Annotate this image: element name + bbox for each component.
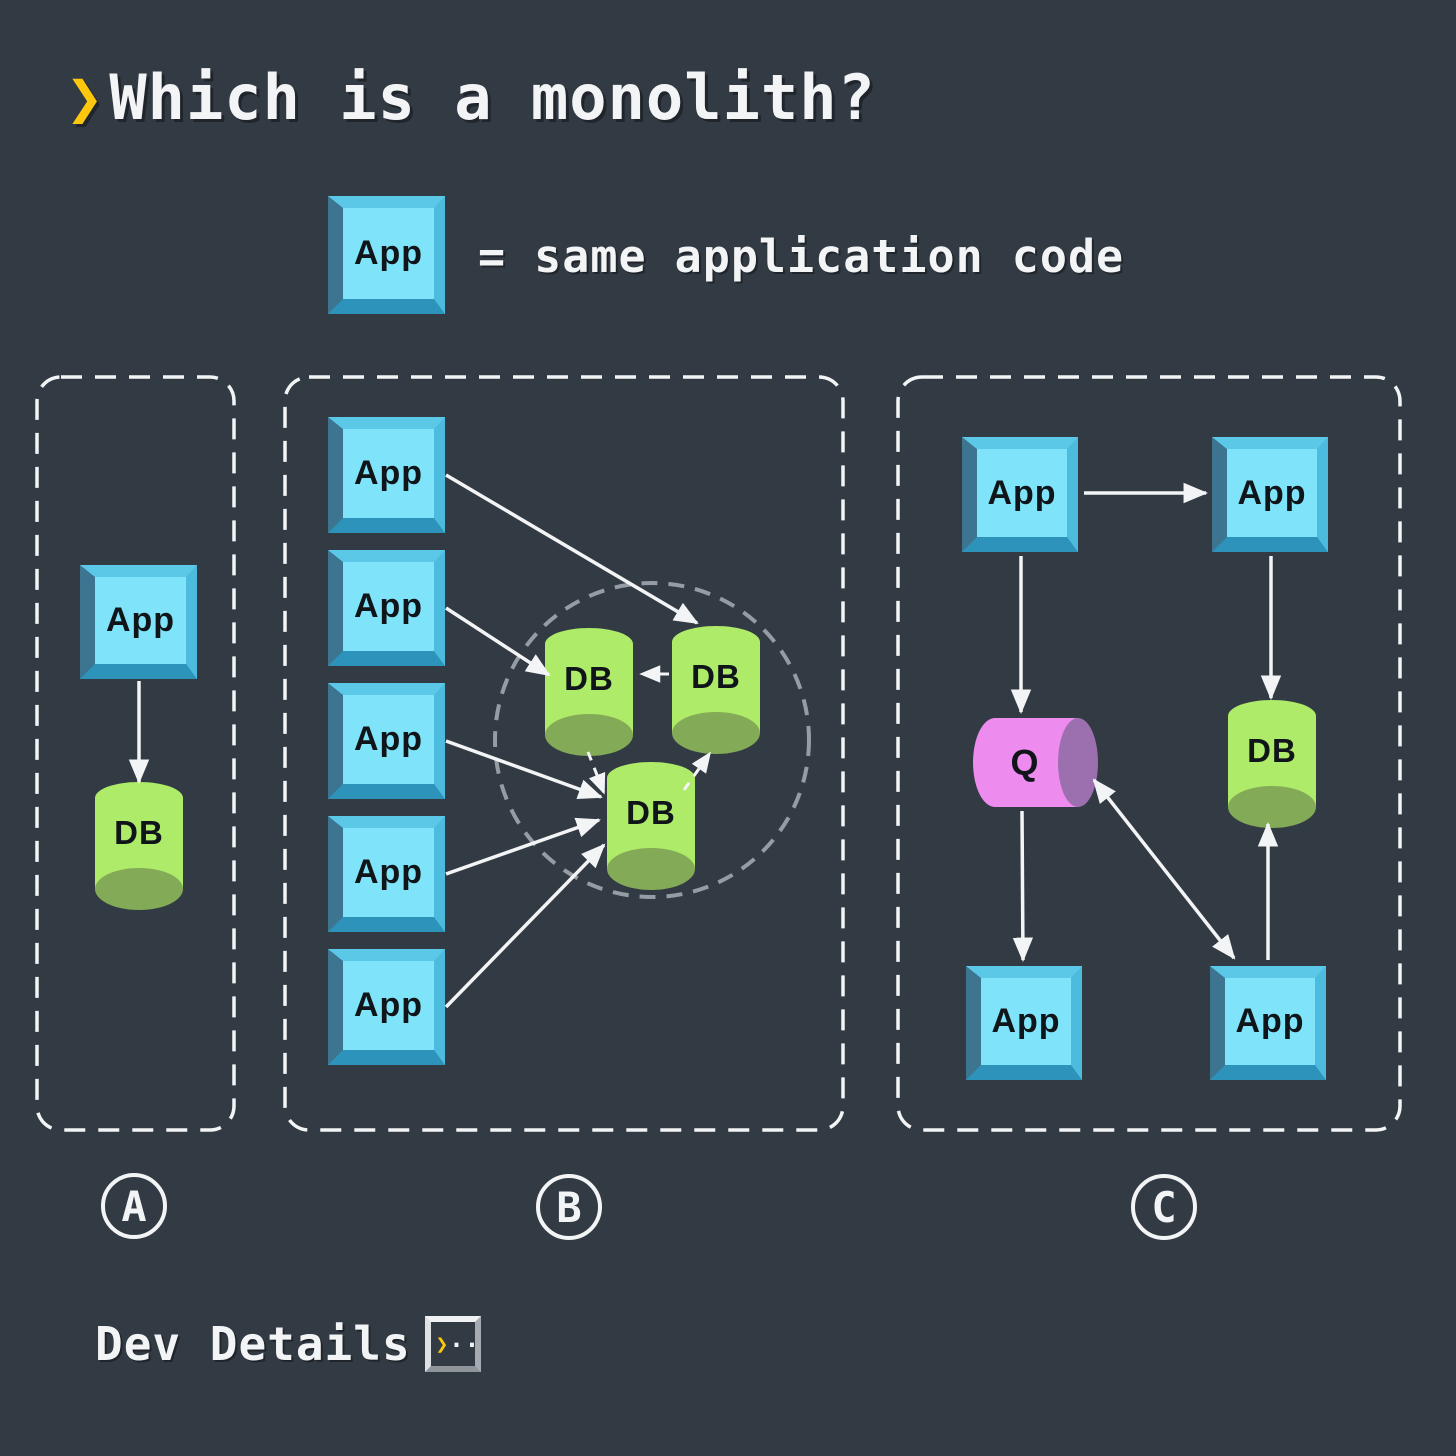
- panel-a-letter: A: [121, 1181, 147, 1231]
- arrow-queue-to-app: [1012, 810, 1034, 963]
- db-node: DB: [95, 782, 183, 910]
- header: ❯ Which is a monolith?: [66, 58, 876, 138]
- app-node: App: [1210, 966, 1326, 1080]
- app-node-label: App: [987, 473, 1057, 512]
- arrow-app-to-db: [445, 817, 601, 876]
- app-node: App: [328, 550, 445, 666]
- prompt-chevron-icon: ❯: [66, 61, 104, 134]
- queue-node-label: Q: [1010, 742, 1040, 783]
- queue-end-cap: [1058, 718, 1098, 807]
- app-node: App: [328, 949, 445, 1065]
- app-node-label: App: [353, 720, 424, 758]
- panel-b-label: B: [536, 1174, 602, 1240]
- db-bottom-cap: [1228, 786, 1316, 828]
- app-node-label: App: [353, 454, 424, 492]
- app-node-label: App: [1235, 1002, 1305, 1040]
- db-node-label: DB: [564, 660, 614, 697]
- app-node: App: [328, 816, 445, 932]
- arrow-queue-app-bidirectional: [1092, 778, 1236, 960]
- app-node: App: [966, 966, 1082, 1080]
- panel-c-letter: C: [1151, 1182, 1177, 1232]
- db-bottom-cap: [607, 848, 695, 890]
- app-node: App: [328, 683, 445, 799]
- db-node: DB: [545, 628, 633, 756]
- arrow-db-replication: [586, 751, 606, 795]
- db-node: DB: [672, 626, 760, 754]
- db-bottom-cap: [672, 712, 760, 754]
- app-node-label: App: [991, 1002, 1061, 1040]
- db-node: DB: [607, 762, 695, 890]
- panel-b-letter: B: [556, 1182, 582, 1232]
- app-node-label: App: [105, 601, 176, 639]
- arrow-app-to-db: [445, 606, 551, 677]
- page-title: Which is a monolith?: [109, 61, 876, 134]
- terminal-dots: ..: [449, 1325, 481, 1353]
- panel-a-label: A: [101, 1173, 167, 1239]
- arrow-app-to-db: [445, 473, 699, 625]
- footer-brand-text: Dev Details: [95, 1317, 411, 1371]
- app-node-label: App: [353, 853, 424, 891]
- legend-app-label: App: [353, 234, 424, 272]
- panel-c-label: C: [1131, 1174, 1197, 1240]
- db-bottom-cap: [545, 714, 633, 756]
- app-node: App: [80, 565, 197, 679]
- queue-node: Q: [973, 718, 1098, 807]
- legend-description: = same application code: [478, 230, 1125, 283]
- app-node: App: [962, 437, 1078, 552]
- db-bottom-cap: [95, 868, 183, 910]
- terminal-prompt-icon: ❯: [435, 1331, 449, 1356]
- legend-app-node: App: [328, 196, 445, 314]
- arrow-app-to-db: [444, 843, 606, 1009]
- app-node: App: [328, 417, 445, 533]
- db-node-label: DB: [114, 814, 164, 851]
- footer-brand: Dev Details ❯ ..: [95, 1316, 481, 1372]
- db-node-label: DB: [626, 794, 676, 831]
- db-node: DB: [1228, 700, 1316, 828]
- app-node: App: [1212, 437, 1328, 552]
- panel-a-box: [35, 375, 236, 1132]
- db-node-label: DB: [1247, 732, 1297, 769]
- app-node-label: App: [1237, 473, 1307, 512]
- db-node-label: DB: [691, 658, 741, 695]
- app-node-label: App: [353, 986, 424, 1024]
- app-node-label: App: [353, 587, 424, 625]
- terminal-icon: ❯ ..: [424, 1316, 481, 1372]
